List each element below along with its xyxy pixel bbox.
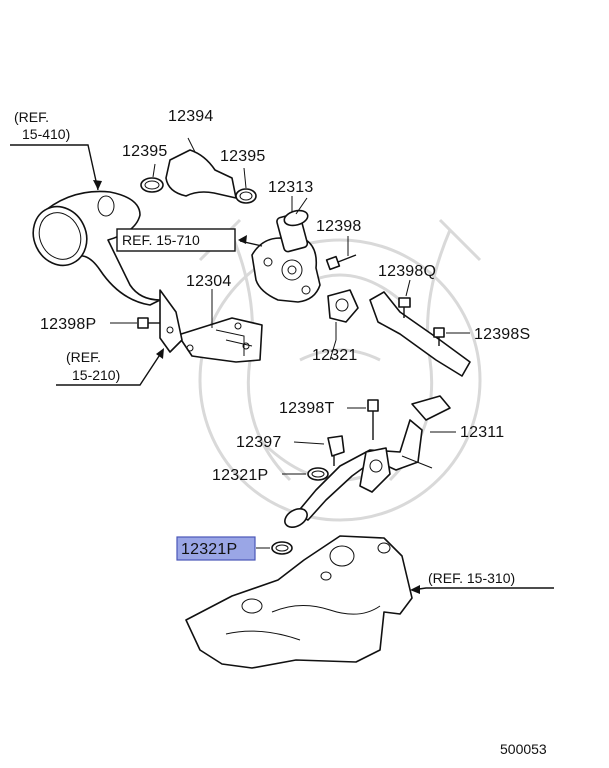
bolt-12398P [110,317,160,329]
label-12398P: 12398P [40,316,96,333]
ref-15-410-line2: 15-410) [22,126,70,142]
ref-15-310-label: (REF. 15-310) [428,570,515,586]
egr-valve-12313 [251,196,321,303]
hose-12394 [140,137,257,204]
gasket-12321P-upper [282,467,329,481]
ref-15-710-box: REF. 15-710 [116,228,263,252]
bolt-12398S [433,327,470,346]
label-12394: 12394 [168,108,214,125]
label-12398S: 12398S [474,326,530,343]
label-12395-right: 12395 [220,148,266,165]
label-12313: 12313 [268,179,314,196]
label-12398T: 12398T [279,400,334,417]
sensor-12397 [293,435,345,466]
ref-15-410-line1: (REF. [14,109,49,125]
label-12321P-upper: 12321P [212,467,268,484]
small-bracket [159,289,183,353]
highlighted-part-label[interactable]: 12321P [176,536,256,561]
gasket-12321 [327,289,359,340]
bolt-12398Q [398,279,411,318]
ref-15-310-callout: (REF. 15-310) [410,570,554,594]
label-12304: 12304 [186,273,232,290]
diagram-id: 500053 [500,741,547,757]
label-12311: 12311 [460,424,504,441]
ref-15-210-callout: (REF. 15-210) [56,348,164,386]
egr-pipe-12311 [284,291,471,528]
leader-lines [295,197,456,433]
exhaust-manifold [185,535,413,669]
ref-15-710-label: REF. 15-710 [122,232,200,248]
label-12395-left: 12395 [122,143,168,160]
bolt-12398T [347,399,379,440]
label-12398Q: 12398Q [378,263,436,280]
gasket-12321P-lower [256,541,293,555]
bolt-12398 [325,236,357,271]
ref-15-210-line1: (REF. [66,349,101,365]
ref-15-210-line2: 15-210) [72,367,120,383]
label-12321: 12321 [312,347,358,364]
ref-15-410-callout: (REF. 15-410) [10,109,102,191]
label-12397: 12397 [236,434,282,451]
bracket-12304 [177,289,263,363]
label-12398: 12398 [316,218,362,235]
intake-pipe [32,190,161,306]
part-labels: 12394 12395 12395 12313 12398 12398Q 123… [40,108,530,484]
label-12321P-highlight: 12321P [181,541,237,558]
